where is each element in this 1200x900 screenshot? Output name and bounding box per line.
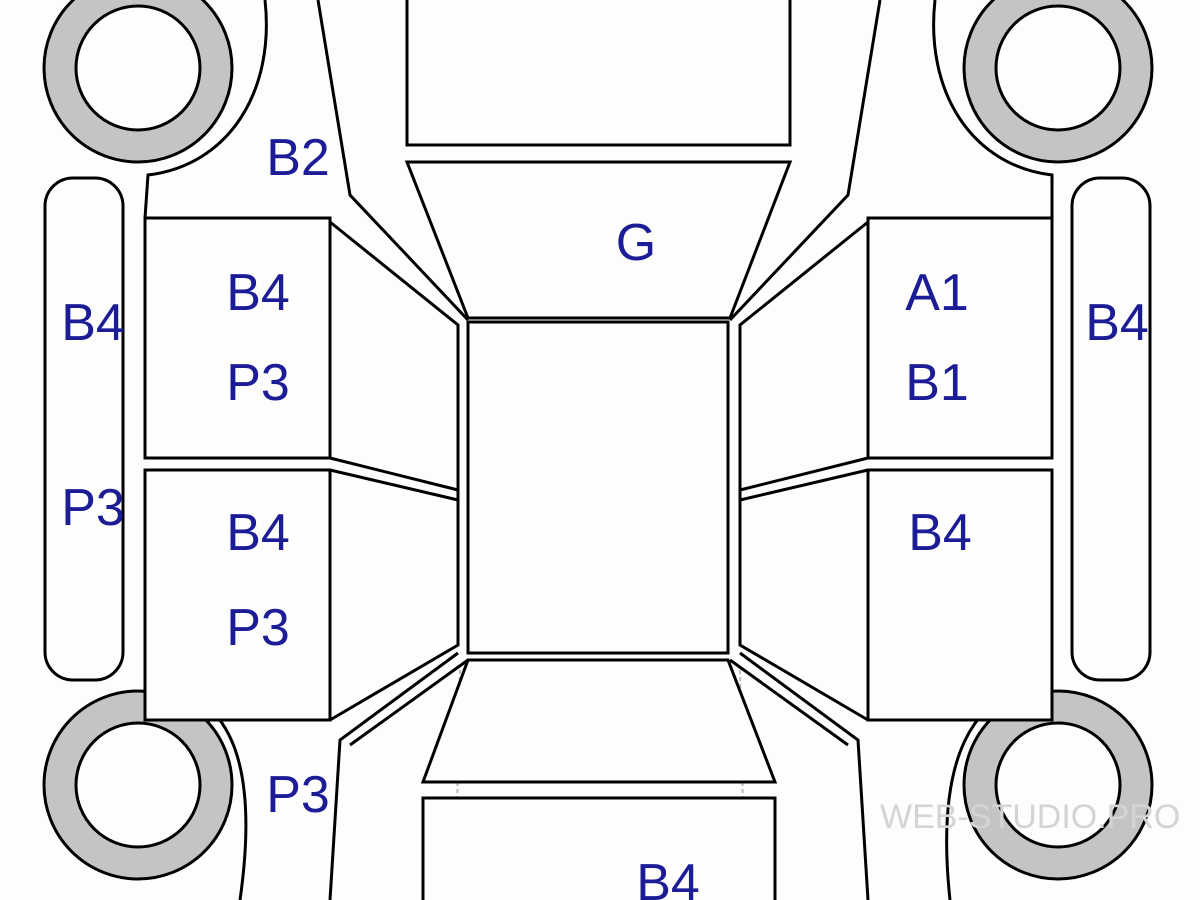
wheel-front-left bbox=[42, 0, 234, 164]
trunk-label: B4 bbox=[636, 854, 700, 900]
front-left-door[interactable] bbox=[143, 216, 332, 460]
front-right-wheel-arch bbox=[932, 0, 1054, 218]
rear-left-door-label-2: P3 bbox=[226, 599, 290, 657]
front-left-pillar-line bbox=[316, 0, 470, 322]
wheel-front-right bbox=[962, 0, 1154, 164]
left-sill[interactable] bbox=[43, 176, 125, 682]
rear-left-fender-label: P3 bbox=[266, 766, 330, 824]
right-b-pillar bbox=[739, 456, 869, 502]
left-sill-label-2: P3 bbox=[61, 479, 125, 537]
rear-right-door-label: B4 bbox=[908, 504, 972, 562]
rear-left-door[interactable] bbox=[143, 468, 332, 722]
front-left-fender-label: B2 bbox=[266, 129, 330, 187]
roof[interactable] bbox=[466, 320, 730, 655]
watermark: WEB-STUDIO.PRO bbox=[880, 798, 1180, 836]
front-right-door-label-1: A1 bbox=[905, 264, 969, 322]
right-window-line bbox=[738, 220, 869, 722]
front-left-door-label-2: P3 bbox=[226, 354, 290, 412]
front-left-door-label-1: B4 bbox=[226, 264, 290, 322]
front-left-wheel-arch bbox=[143, 0, 268, 219]
right-sill-label: B4 bbox=[1085, 294, 1149, 352]
right-sill[interactable] bbox=[1070, 176, 1152, 682]
rear-bumper[interactable] bbox=[421, 796, 777, 900]
hood[interactable] bbox=[404, 160, 793, 320]
front-right-door-label-2: B1 bbox=[905, 354, 969, 412]
rear-right-pillar-line bbox=[729, 651, 870, 900]
hood-label: G bbox=[616, 214, 656, 272]
left-window-line bbox=[329, 220, 460, 722]
front-right-door[interactable] bbox=[866, 216, 1054, 460]
wheel-rear-right bbox=[962, 689, 1154, 881]
front-bumper[interactable] bbox=[405, 0, 792, 147]
rear-left-door-label-1: B4 bbox=[226, 504, 290, 562]
front-right-pillar-line bbox=[728, 0, 882, 322]
trunk[interactable] bbox=[420, 658, 778, 784]
wheel-rear-left bbox=[42, 689, 234, 881]
left-b-pillar bbox=[329, 456, 459, 502]
left-sill-label-1: B4 bbox=[61, 294, 125, 352]
rear-left-pillar-line bbox=[328, 651, 469, 900]
rear-right-door[interactable] bbox=[866, 468, 1054, 722]
